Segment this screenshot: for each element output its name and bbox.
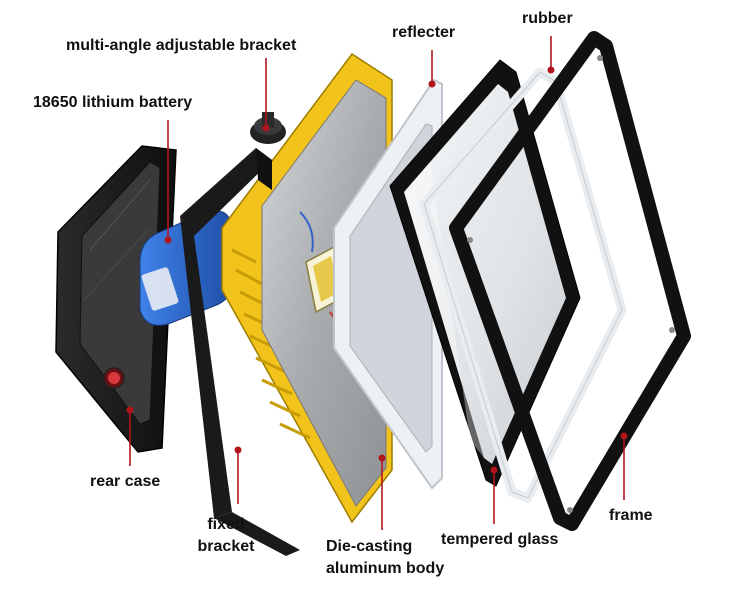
label-rubber: rubber bbox=[522, 10, 573, 27]
label-die-casting-body-line2: aluminum body bbox=[326, 559, 445, 577]
label-fixed-bracket: fixed bracket bbox=[186, 514, 266, 557]
label-fixed-bracket-line1: fixed bbox=[207, 516, 245, 533]
label-tempered-glass: tempered glass bbox=[441, 531, 559, 548]
label-multi-angle-bracket: multi-angle adjustable bracket bbox=[66, 37, 297, 54]
rear-case bbox=[55, 145, 177, 453]
power-button-icon bbox=[103, 367, 125, 389]
adjustable-bracket bbox=[180, 112, 300, 556]
label-rear-case: rear case bbox=[90, 473, 161, 490]
label-die-casting-body: Die-casting aluminum body bbox=[326, 536, 444, 579]
callout-lines bbox=[126, 36, 628, 530]
label-frame: frame bbox=[609, 507, 653, 524]
label-reflector: reflecter bbox=[392, 24, 456, 41]
front-frame bbox=[449, 31, 691, 531]
label-die-casting-body-line1: Die-casting bbox=[326, 538, 413, 555]
label-lithium-battery: 18650 lithium battery bbox=[33, 94, 193, 111]
rubber-gasket bbox=[419, 67, 627, 503]
label-fixed-bracket-line2: bracket bbox=[197, 537, 255, 555]
